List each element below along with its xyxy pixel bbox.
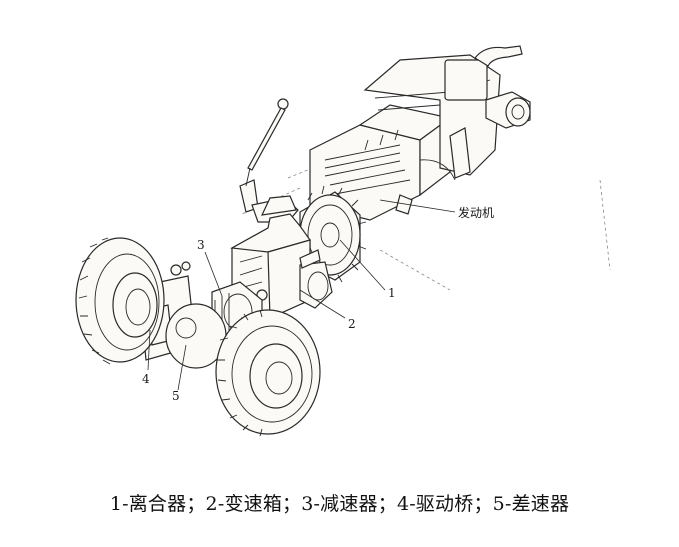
engine <box>309 45 531 221</box>
left-wheel <box>75 237 165 365</box>
label-5: 5 <box>172 389 180 403</box>
label-1: 1 <box>388 286 396 300</box>
label-4: 4 <box>142 372 150 386</box>
label-2: 2 <box>348 317 356 331</box>
figure-caption: 1-离合器；2-变速箱；3-减速器；4-驱动桥；5-差速器 <box>109 493 570 515</box>
leader-lines <box>147 199 456 391</box>
label-engine: 发动机 <box>458 205 494 220</box>
label-3: 3 <box>197 238 205 252</box>
right-wheel <box>215 309 321 437</box>
engine-cooling-fins <box>324 144 411 195</box>
